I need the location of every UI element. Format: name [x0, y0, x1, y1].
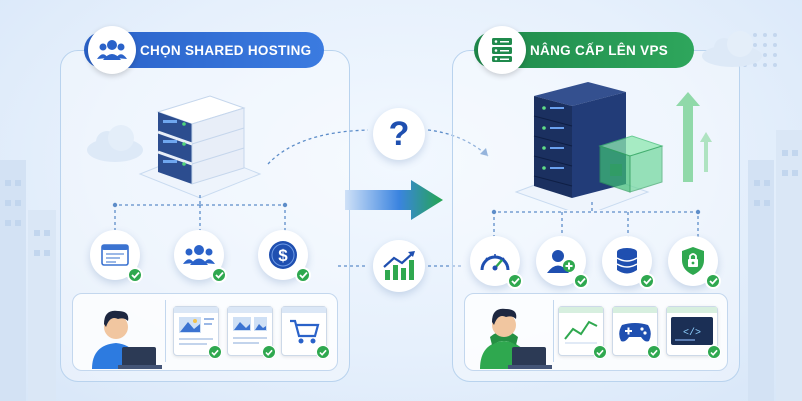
image-gallery-site-icon	[174, 307, 218, 345]
growth-bubble	[373, 240, 425, 292]
speedometer-icon	[480, 254, 510, 271]
check-icon	[211, 267, 227, 283]
svg-text:$: $	[278, 246, 288, 265]
svg-text:</>: </>	[683, 327, 701, 339]
feature-database	[602, 236, 655, 289]
check-icon	[705, 273, 721, 289]
question-mark-icon: ?	[388, 115, 410, 153]
vps-title: NÂNG CẤP LÊN VPS	[530, 42, 669, 58]
site-card-analytics	[558, 306, 607, 359]
scale-up-arrows-icon	[676, 92, 712, 182]
feature-user-management	[536, 236, 589, 289]
check-icon	[573, 273, 589, 289]
site-card-gaming	[612, 306, 661, 359]
left-feature-connectors	[112, 195, 288, 235]
check-icon	[262, 345, 276, 359]
feature-performance	[470, 236, 523, 289]
code-terminal-site-icon: </>	[667, 307, 717, 345]
center-dashed-connectors	[267, 129, 489, 267]
person-with-laptop-blue	[92, 310, 162, 369]
cloud-icon	[87, 125, 143, 162]
feature-browser-window	[90, 230, 143, 283]
background-buildings-left	[0, 160, 56, 401]
vps-title-pill: NÂNG CẤP LÊN VPS	[474, 26, 694, 74]
check-icon	[507, 273, 523, 289]
check-icon	[647, 345, 661, 359]
users-icon	[183, 245, 215, 265]
growth-chart-site-icon	[559, 307, 603, 344]
arrow-right-icon	[345, 180, 443, 220]
shared-hosting-title-pill: CHỌN SHARED HOSTING	[84, 26, 324, 74]
site-card-shop	[281, 306, 330, 359]
strip-divider	[553, 300, 554, 362]
strip-divider	[165, 300, 166, 362]
feature-security	[668, 236, 721, 289]
database-icon	[616, 248, 638, 274]
shield-lock-icon	[682, 247, 704, 275]
shared-hosting-title: CHỌN SHARED HOSTING	[140, 42, 312, 58]
check-icon	[316, 345, 330, 359]
shared-server-illustration	[138, 95, 262, 199]
check-icon	[208, 345, 222, 359]
check-icon	[295, 267, 311, 283]
cloud-icon	[702, 31, 762, 67]
person-with-laptop-green	[480, 308, 552, 369]
browser-window-icon	[101, 244, 129, 266]
shopping-cart-site-icon	[282, 307, 326, 344]
growth-chart-icon	[383, 251, 415, 280]
right-feature-connectors	[491, 202, 701, 238]
feature-users	[174, 230, 227, 283]
check-icon	[593, 345, 607, 359]
users-icon	[88, 26, 136, 74]
site-card-code: </>	[666, 306, 721, 359]
question-bubble: ?	[373, 108, 425, 160]
check-icon	[707, 345, 721, 359]
check-icon	[639, 273, 655, 289]
image-gallery-site-icon	[228, 307, 272, 344]
background-buildings-right	[748, 130, 802, 401]
feature-price: $	[258, 230, 311, 283]
server-rack-icon	[478, 26, 526, 74]
site-card-gallery	[227, 306, 276, 359]
check-icon	[127, 267, 143, 283]
user-add-icon	[547, 250, 575, 273]
dollar-coin-icon: $	[269, 241, 297, 269]
site-card-gallery	[173, 306, 222, 359]
vps-server-illustration	[514, 82, 664, 210]
gamepad-site-icon	[613, 307, 657, 342]
